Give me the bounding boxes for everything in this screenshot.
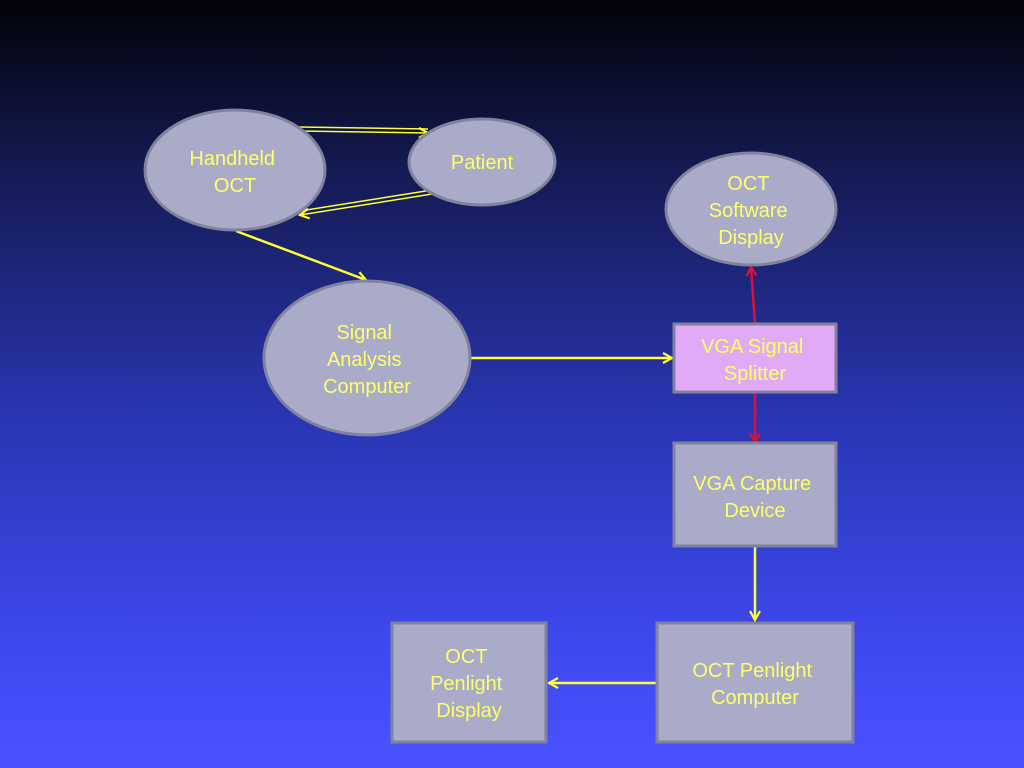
software-display-label-3: Display <box>718 227 784 249</box>
capture-device-label-1: VGA Capture <box>693 473 811 495</box>
handheld-oct-label-2: OCT <box>214 175 256 197</box>
node-oct-penlight-computer: OCT Penlight Computer <box>655 621 855 744</box>
software-display-label-2: Software <box>709 200 788 222</box>
arrow-splitter-to-software-display <box>751 267 755 325</box>
signal-analysis-label-3: Computer <box>323 376 411 398</box>
penlight-computer-label-1: OCT Penlight <box>692 660 812 682</box>
svg-text:OCT Penlight Displ: OCT Penlight Display <box>430 646 508 722</box>
svg-text:VGA Capture Device: VGA Capture Device <box>693 473 816 522</box>
handheld-oct-label-1: Handheld <box>189 148 275 170</box>
arrow-handheld-to-signal-analysis <box>235 229 366 280</box>
node-patient: Patient <box>407 117 557 207</box>
connectors <box>235 126 755 683</box>
node-vga-signal-splitter: VGA Signal Splitter <box>672 322 838 394</box>
penlight-display-label-1: OCT <box>445 646 487 668</box>
node-vga-capture-device: VGA Capture Device <box>672 441 838 548</box>
node-signal-analysis-computer: Signal Analysis Computer <box>262 279 472 437</box>
svg-text:VGA Signal Splitter: VGA Signal Splitter <box>701 336 809 385</box>
svg-text:OCT Penlight Computer: OCT Penlight Computer <box>692 660 817 709</box>
software-display-label-1: OCT <box>727 173 769 195</box>
arrow-patient-to-handheld <box>300 189 433 215</box>
penlight-display-label-3: Display <box>436 700 502 722</box>
svg-text:Patient: Patient <box>451 152 514 174</box>
penlight-display-label-2: Penlight <box>430 673 503 695</box>
signal-analysis-label-1: Signal <box>336 322 392 344</box>
splitter-label-2: Splitter <box>724 363 787 385</box>
capture-device-label-2: Device <box>724 500 785 522</box>
patient-label: Patient <box>451 152 514 174</box>
arrow-handheld-to-patient <box>297 126 428 133</box>
node-oct-software-display: OCT Software Display <box>664 151 838 267</box>
penlight-computer-label-2: Computer <box>711 687 799 709</box>
node-handheld-oct: Handheld OCT <box>143 108 327 232</box>
svg-text:Signal Analysis Co: Signal Analysis Computer <box>323 322 411 398</box>
signal-analysis-label-2: Analysis <box>327 349 401 371</box>
node-oct-penlight-display: OCT Penlight Display <box>390 621 548 744</box>
svg-text:OCT Software Displ: OCT Software Display <box>709 173 794 249</box>
splitter-label-1: VGA Signal <box>701 336 803 358</box>
svg-text:Handheld OCT: Handheld OCT <box>189 148 280 197</box>
